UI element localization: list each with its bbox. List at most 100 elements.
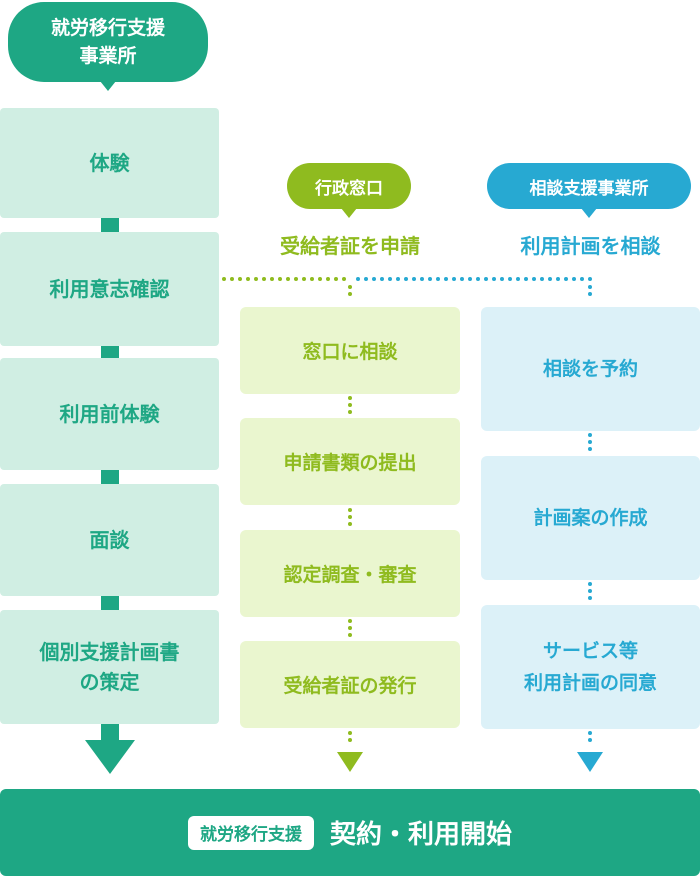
dot <box>572 277 576 281</box>
dot <box>484 277 488 281</box>
dot <box>492 277 496 281</box>
dot <box>436 277 440 281</box>
dot <box>262 277 266 281</box>
dot <box>348 285 352 289</box>
step-create-draft-plan: 計画案の作成 <box>481 456 700 580</box>
step-agree-service-plan-text: サービス等 利用計画の同意 <box>523 640 657 694</box>
dot <box>500 277 504 281</box>
dot <box>588 582 592 586</box>
dot <box>588 589 592 593</box>
dot <box>508 277 512 281</box>
step-consult-window-text: 窓口に相談 <box>302 341 398 363</box>
dot <box>476 277 480 281</box>
dot <box>580 277 584 281</box>
step-trial-text: 体験 <box>89 151 130 175</box>
dot <box>404 277 408 281</box>
dot <box>348 396 352 400</box>
dot <box>230 277 234 281</box>
dot <box>588 596 592 600</box>
step-intent-confirmation-text: 利用意志確認 <box>49 277 170 301</box>
dot <box>348 633 352 637</box>
dot <box>348 410 352 414</box>
step-interview-text: 面談 <box>89 528 130 552</box>
dot <box>222 277 226 281</box>
dot <box>310 277 314 281</box>
step-issue-certificate: 受給者証の発行 <box>240 641 460 728</box>
dot <box>348 626 352 630</box>
dot <box>532 277 536 281</box>
dot <box>342 277 346 281</box>
connector <box>101 346 119 358</box>
dot <box>588 738 592 742</box>
dot <box>548 277 552 281</box>
dot <box>420 277 424 281</box>
header-consultation-support-office: 相談支援事業所 <box>487 163 691 209</box>
dot <box>302 277 306 281</box>
dot <box>468 277 472 281</box>
step-pre-use-trial: 利用前体験 <box>0 358 219 470</box>
dot <box>372 277 376 281</box>
step-book-consultation-text: 相談を予約 <box>542 358 638 380</box>
dot <box>238 277 242 281</box>
subtitle-consult-plan: 利用計画を相談 <box>481 226 700 262</box>
header-consultation-support-office-text: 相談支援事業所 <box>529 178 649 199</box>
step-assessment-review: 認定調査・審査 <box>240 530 460 617</box>
dot <box>348 515 352 519</box>
dot <box>348 292 352 296</box>
step-pre-use-trial-text: 利用前体験 <box>59 402 160 426</box>
dot <box>412 277 416 281</box>
header-employment-support-office-text: 就労移行支援 事業所 <box>50 17 165 67</box>
dot <box>294 277 298 281</box>
step-book-consultation: 相談を予約 <box>481 307 700 431</box>
header-government-office: 行政窓口 <box>287 163 411 209</box>
connector <box>101 218 119 232</box>
dot <box>588 433 592 437</box>
dot <box>348 731 352 735</box>
dot <box>348 738 352 742</box>
dot <box>588 277 592 281</box>
dot <box>444 277 448 281</box>
dot <box>356 277 360 281</box>
arrow-shaft <box>101 724 119 742</box>
dot <box>588 731 592 735</box>
dot <box>348 403 352 407</box>
connector <box>101 596 119 610</box>
step-intent-confirmation: 利用意志確認 <box>0 232 219 346</box>
connector <box>101 470 119 484</box>
final-text: 契約・利用開始 <box>329 820 512 850</box>
arrow-down-icon <box>337 752 363 772</box>
dot <box>588 447 592 451</box>
step-issue-certificate-text: 受給者証の発行 <box>283 675 417 697</box>
dot <box>556 277 560 281</box>
arrow-down-icon <box>85 740 135 774</box>
arrow-down-icon <box>577 752 603 772</box>
dot <box>388 277 392 281</box>
dot <box>348 619 352 623</box>
step-agree-service-plan: サービス等 利用計画の同意 <box>481 605 700 729</box>
header-employment-support-office: 就労移行支援 事業所 <box>8 2 208 82</box>
dot <box>254 277 258 281</box>
dot <box>396 277 400 281</box>
dot <box>516 277 520 281</box>
dot <box>588 440 592 444</box>
step-individual-plan-text: 個別支援計画書 の策定 <box>39 640 180 694</box>
dot <box>460 277 464 281</box>
step-individual-plan: 個別支援計画書 の策定 <box>0 610 219 724</box>
header-government-office-text: 行政窓口 <box>315 178 383 199</box>
dot <box>318 277 322 281</box>
dot <box>334 277 338 281</box>
dot <box>348 508 352 512</box>
dot <box>588 285 592 289</box>
contract-start-bar: 就労移行支援 契約・利用開始 <box>0 789 700 876</box>
dot <box>428 277 432 281</box>
dot <box>524 277 528 281</box>
step-assessment-review-text: 認定調査・審査 <box>283 564 417 586</box>
subtitle-consult-plan-text: 利用計画を相談 <box>520 233 661 258</box>
dot <box>270 277 274 281</box>
step-trial: 体験 <box>0 108 219 218</box>
dot <box>588 292 592 296</box>
subtitle-apply-certificate: 受給者証を申請 <box>240 226 460 262</box>
step-consult-window: 窓口に相談 <box>240 307 460 394</box>
dot <box>326 277 330 281</box>
dot <box>286 277 290 281</box>
